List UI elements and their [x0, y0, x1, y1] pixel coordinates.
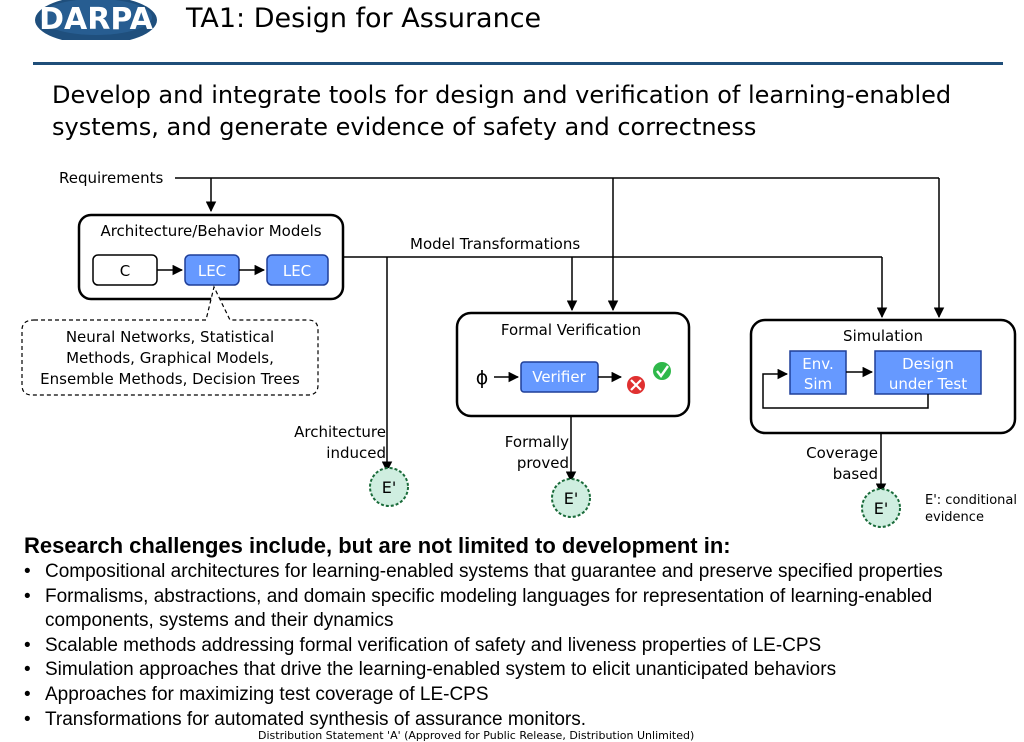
- callout-box: [21, 285, 319, 396]
- requirements-label: Requirements: [59, 169, 163, 187]
- sim-feedback-loop: [762, 368, 929, 409]
- svg-text:E': E': [564, 489, 579, 508]
- arch-induced-line-2: induced: [326, 444, 386, 462]
- env-sim-line-2: Sim: [804, 375, 832, 393]
- pass-check-icon: [653, 362, 671, 380]
- assurance-diagram: Requirements Architecture/Behavior Model…: [21, 169, 1017, 528]
- coverage-based-line-2: based: [833, 465, 878, 483]
- slide-subtitle: Develop and integrate tools for design a…: [52, 81, 952, 141]
- svg-text:E': E': [382, 478, 397, 497]
- design-under-test-box: [874, 350, 982, 395]
- arch-induced-line-1: Architecture: [294, 423, 386, 441]
- callout-line-3: Ensemble Methods, Decision Trees: [40, 370, 300, 388]
- formally-proved-line-2: proved: [517, 454, 569, 472]
- fail-x-icon: [627, 376, 645, 394]
- callout-line-1: Neural Networks, Statistical: [66, 328, 274, 346]
- dut-line-1: Design: [902, 355, 954, 373]
- research-heading: Research challenges include, but are not…: [24, 533, 731, 558]
- list-item: Compositional architectures for learning…: [24, 560, 1019, 585]
- simulation-title: Simulation: [843, 327, 923, 345]
- env-sim-box: [789, 350, 847, 395]
- model-transformations-label: Model Transformations: [410, 235, 580, 253]
- component-c-label: C: [120, 262, 130, 280]
- verifier-label: Verifier: [532, 368, 586, 386]
- slide-title: TA1: Design for Assurance: [186, 3, 542, 34]
- distribution-statement: Distribution Statement 'A' (Approved for…: [258, 729, 695, 742]
- formal-verification-title: Formal Verification: [501, 321, 641, 339]
- phi-symbol: ϕ: [476, 367, 489, 389]
- env-sim-line-1: Env.: [802, 355, 833, 373]
- lec-1-label: LEC: [198, 262, 226, 280]
- dut-line-2: under Test: [889, 375, 967, 393]
- list-item: Simulation approaches that drive the lea…: [24, 658, 1019, 683]
- list-item: Transformations for automated synthesis …: [24, 708, 1019, 733]
- callout-line-2: Methods, Graphical Models,: [66, 349, 274, 367]
- arch-models-title: Architecture/Behavior Models: [100, 222, 321, 240]
- list-item: Scalable methods addressing formal verif…: [24, 634, 1019, 659]
- evidence-node-arch: E': [369, 467, 409, 507]
- evidence-note-line-1: E': conditional: [925, 493, 1017, 508]
- logo-text: DARPA: [39, 2, 153, 37]
- coverage-based-line-1: Coverage: [806, 444, 878, 462]
- research-bullet-list: Compositional architectures for learning…: [24, 560, 1019, 732]
- evidence-node-sim: E': [861, 488, 901, 528]
- darpa-logo: DARPA: [35, 0, 157, 40]
- formally-proved-line-1: Formally: [505, 433, 569, 451]
- lec-2-label: LEC: [283, 262, 311, 280]
- evidence-node-formal: E': [551, 478, 591, 518]
- component-lec-2: [266, 254, 329, 286]
- title-divider: [33, 62, 1003, 65]
- svg-text:E': E': [874, 499, 889, 518]
- list-item: Approaches for maximizing test coverage …: [24, 683, 1019, 708]
- list-item: Formalisms, abstractions, and domain spe…: [24, 585, 1019, 634]
- evidence-note-line-2: evidence: [925, 510, 984, 525]
